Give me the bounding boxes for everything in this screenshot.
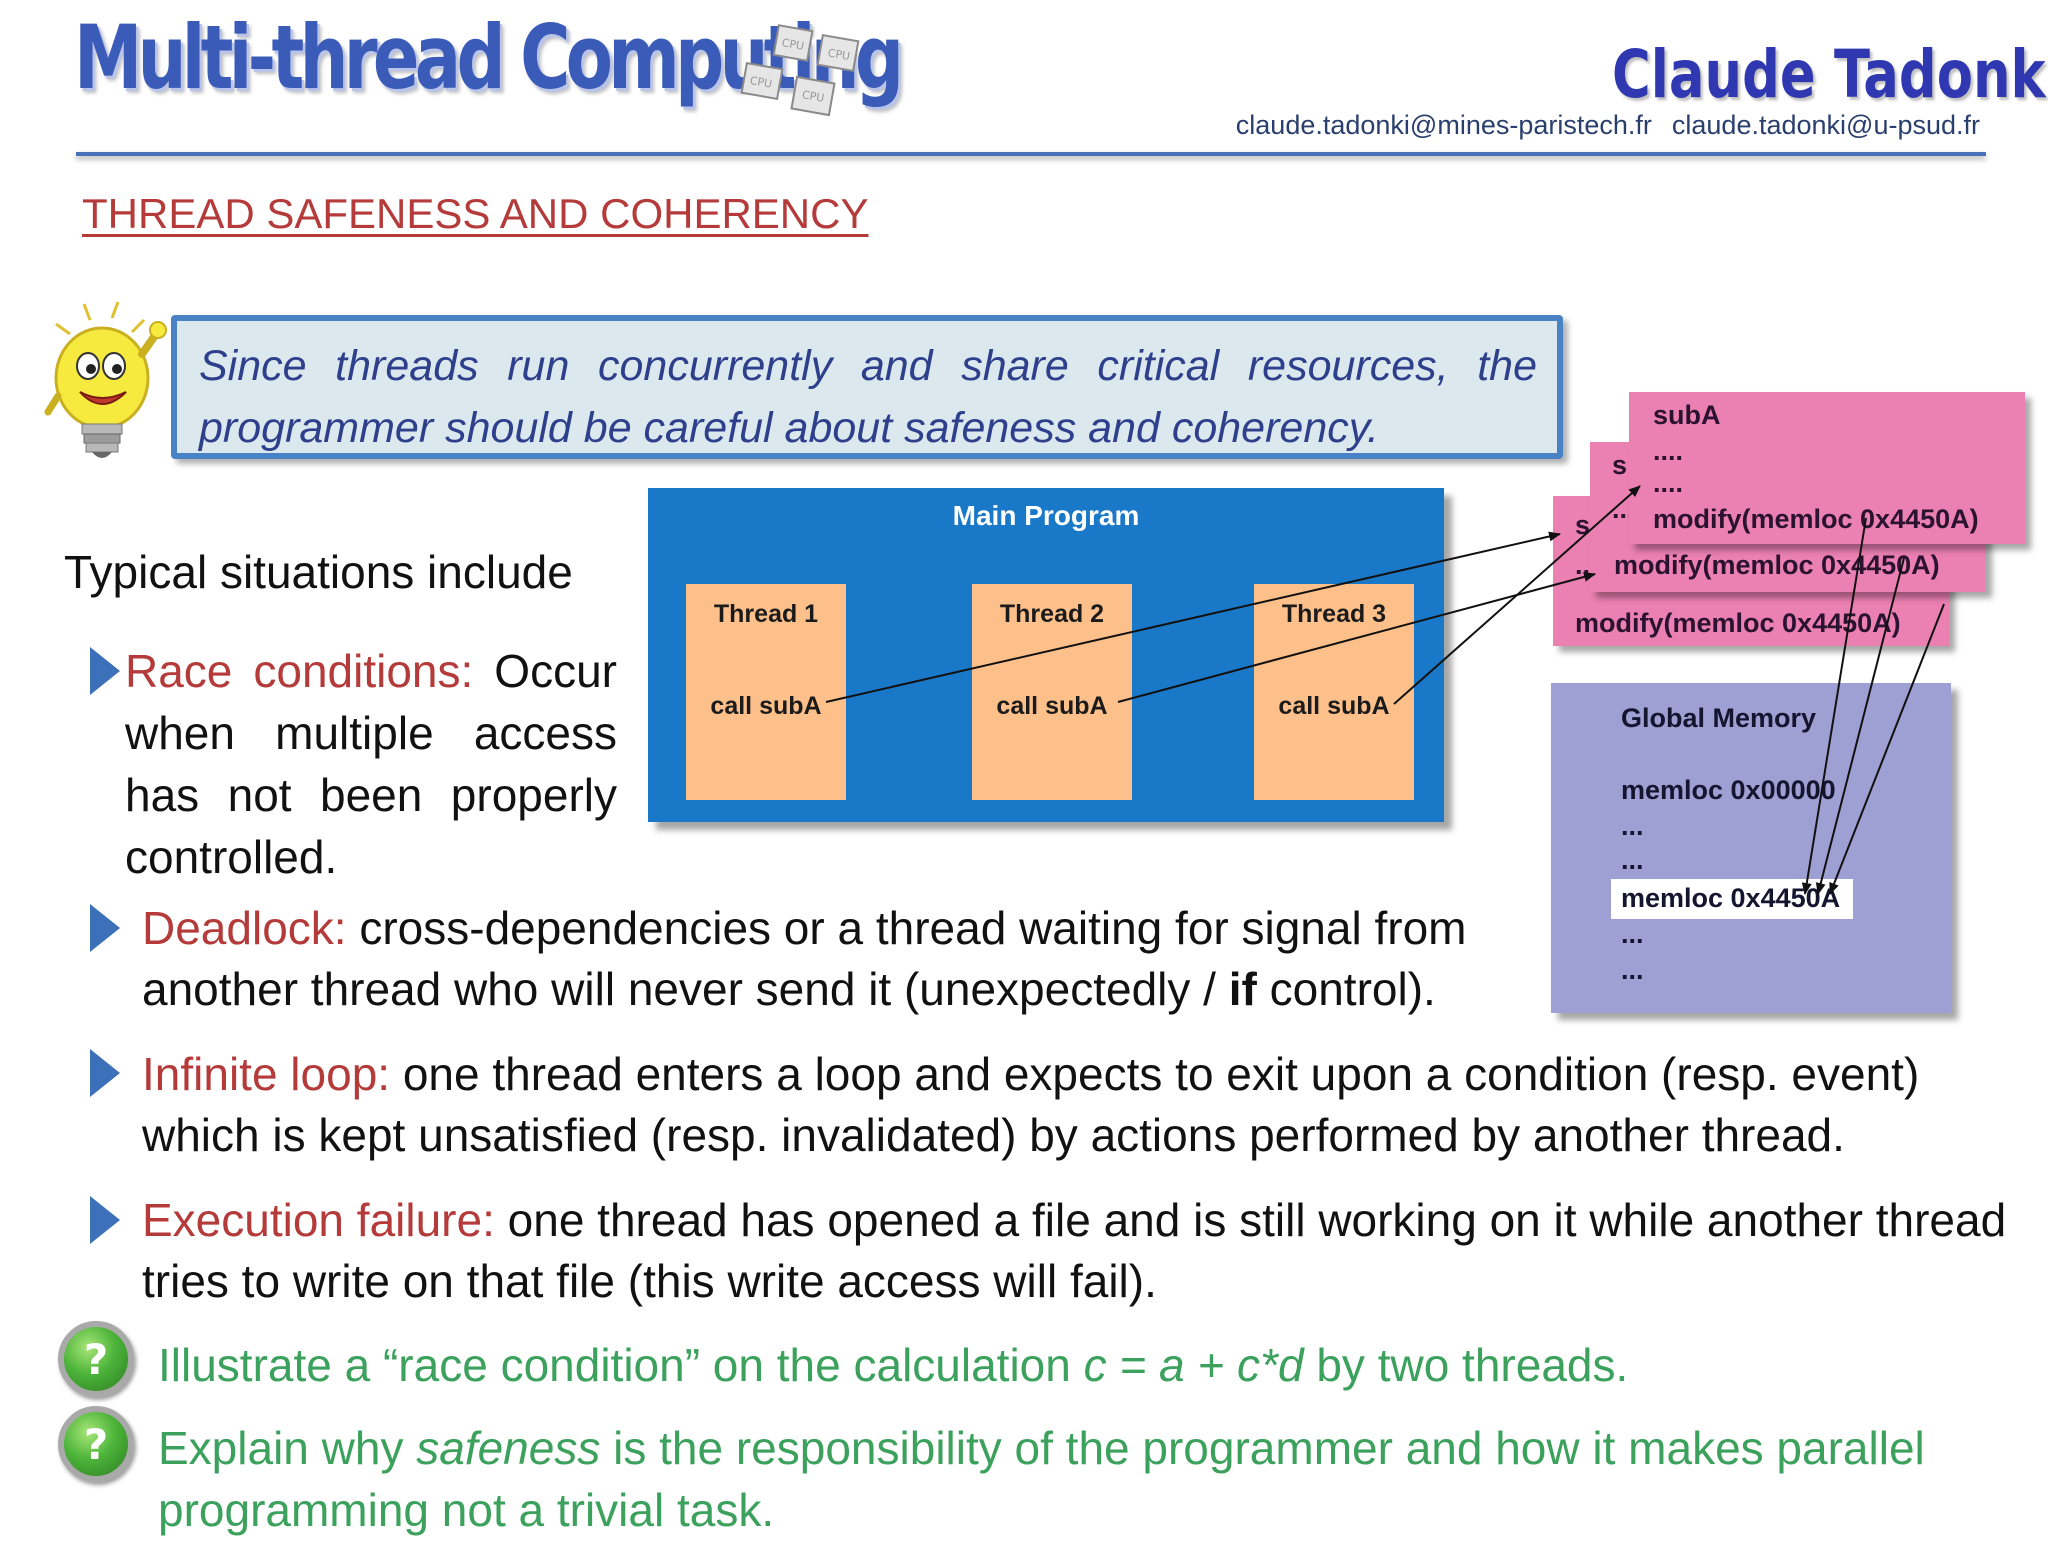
intro-text: Typical situations include xyxy=(64,546,573,598)
author-emails: claude.tadonki@mines-paristech.fr claude.… xyxy=(1000,110,1980,141)
main-program-title: Main Program xyxy=(952,500,1140,531)
arrow-thread1-to-suba xyxy=(825,531,1561,703)
question-formula: c = a + c*d xyxy=(1083,1339,1304,1391)
item-text-end: control). xyxy=(1256,963,1436,1015)
question-text: Explain why xyxy=(158,1422,417,1474)
thread-2-call: call subA xyxy=(996,692,1108,720)
item-text: one thread has opened a file and is stil… xyxy=(142,1194,2007,1307)
svg-text:CPU: CPU xyxy=(801,88,825,105)
question-text-end: by two threads. xyxy=(1303,1339,1629,1391)
question-text-end: is the responsibility of the programmer … xyxy=(158,1422,1925,1536)
bullet-arrow-icon xyxy=(90,904,120,952)
item-text: cross-dependencies or a thread waiting f… xyxy=(142,902,1467,1015)
question-icon: ? xyxy=(58,1406,134,1482)
thread-1-call: call subA xyxy=(710,692,822,720)
question-2: Explain why safeness is the responsibili… xyxy=(158,1417,2018,1541)
email-upsud[interactable]: claude.tadonki@u-psud.fr xyxy=(1671,110,1980,140)
question-italic-term: safeness xyxy=(416,1422,601,1474)
arrow-thread3-to-suba xyxy=(1393,485,1641,705)
thread-2-name: Thread 2 xyxy=(999,600,1105,628)
item-label: Infinite loop: xyxy=(142,1048,391,1100)
memory-dots-2: ... xyxy=(1621,845,1644,875)
bullet-arrow-icon xyxy=(90,647,120,695)
safeness-callout: Since threads run concurrently and share… xyxy=(171,315,1563,459)
suba-front-dots-2: .... xyxy=(1653,468,1684,498)
svg-text:CPU: CPU xyxy=(781,36,805,53)
arrow-modify-middle-to-memory xyxy=(1815,557,1905,895)
suba-front-name: subA xyxy=(1653,400,1721,430)
callout-text: Since threads run concurrently and share… xyxy=(199,342,1537,452)
email-mines[interactable]: claude.tadonki@mines-paristech.fr xyxy=(1235,110,1652,140)
suba-middle-modify: modify(memloc 0x4450A) xyxy=(1614,550,1940,580)
suba-middle-partial: s xyxy=(1612,450,1628,480)
section-title: THREAD SAFENESS AND COHERENCY xyxy=(82,190,869,237)
item-race-conditions: Race conditions: Occur when multiple acc… xyxy=(125,640,617,888)
cpu-chips-icon: CPU CPU CPU CPU xyxy=(740,24,860,117)
arrow-modify-back-to-memory xyxy=(1829,603,1945,895)
thread-3-box: Thread 3 call subA xyxy=(1254,584,1414,800)
item-text: Occur when multiple access has not been … xyxy=(125,645,617,883)
thread-2-box: Thread 2 call subA xyxy=(972,584,1132,800)
thread-1-box: Thread 1 call subA xyxy=(686,584,846,800)
memory-dots-4: ... xyxy=(1621,955,1644,985)
svg-text:CPU: CPU xyxy=(827,46,851,63)
header-divider xyxy=(76,152,1986,156)
item-label: Race conditions: xyxy=(125,645,474,697)
item-execution-failure: Execution failure: one thread has opened… xyxy=(142,1190,2032,1312)
suba-front-dots-1: .... xyxy=(1653,436,1684,466)
bullet-arrow-icon xyxy=(90,1196,120,1244)
bullet-arrow-icon xyxy=(90,1049,120,1097)
memory-dots-3: ... xyxy=(1621,919,1644,949)
thread-3-call: call subA xyxy=(1278,692,1390,720)
item-infinite-loop: Infinite loop: one thread enters a loop … xyxy=(142,1044,2032,1166)
item-text: one thread enters a loop and expects to … xyxy=(142,1048,1920,1161)
global-memory-title: Global Memory xyxy=(1621,703,1817,733)
arrow-modify-front-to-memory xyxy=(1801,517,1867,895)
item-bold-keyword: if xyxy=(1228,963,1257,1015)
suba-copy-front: subA .... .... modify(memloc 0x4450A) xyxy=(1629,392,2025,544)
thread-1-name: Thread 1 xyxy=(713,600,819,628)
memloc-target-highlight xyxy=(1611,879,1853,919)
question-1: Illustrate a “race condition” on the cal… xyxy=(158,1334,2018,1396)
memory-dots-1: ... xyxy=(1621,811,1644,841)
author-name: Claude Tadonki xyxy=(1612,36,2048,113)
lightbulb-mascot-icon xyxy=(44,301,167,458)
question-text: Illustrate a “race condition” on the cal… xyxy=(158,1339,1084,1391)
suba-front-modify: modify(memloc 0x4450A) xyxy=(1653,504,1979,534)
question-icon: ? xyxy=(58,1321,134,1397)
svg-text:CPU: CPU xyxy=(749,74,773,91)
memloc-first: memloc 0x00000 xyxy=(1621,775,1836,805)
thread-3-name: Thread 3 xyxy=(1281,600,1387,628)
item-label: Execution failure: xyxy=(142,1194,495,1246)
item-label: Deadlock: xyxy=(142,902,347,954)
arrow-thread2-to-suba xyxy=(1117,572,1596,703)
item-deadlock: Deadlock: cross-dependencies or a thread… xyxy=(142,898,1552,1020)
global-memory-box: Global Memory memloc 0x00000 ... ... mem… xyxy=(1551,683,1951,1013)
